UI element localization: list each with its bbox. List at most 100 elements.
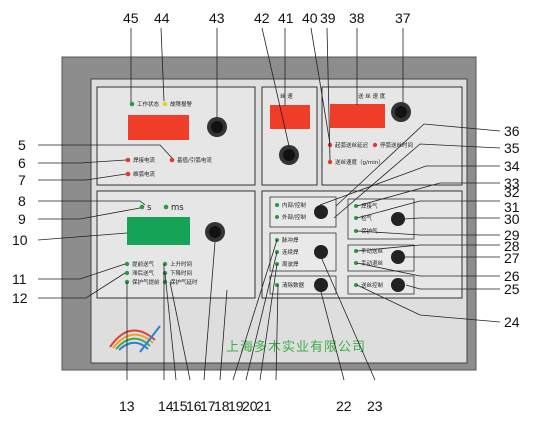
wire-display	[270, 105, 310, 129]
ramp-down-label: 下降时间	[170, 269, 192, 277]
callout-36: 36	[504, 123, 520, 139]
base-label: 基值/引弧电流	[177, 156, 212, 164]
weld-gas-label: 焊接气	[361, 202, 378, 210]
callout-7: 7	[18, 172, 26, 188]
wire-back-label: 手动退丝	[361, 259, 384, 267]
ramp-up-label: 上升时间	[170, 260, 192, 268]
callout-26: 26	[504, 268, 520, 284]
brand-text: 上海多木实业有限公司	[226, 339, 366, 355]
callout-44: 44	[154, 10, 170, 26]
callout-12: 12	[12, 290, 28, 306]
feed-stop-label: 停弧送丝时间	[380, 141, 413, 149]
callout-37: 37	[395, 10, 411, 26]
callout-11: 11	[12, 271, 27, 287]
callout-24: 24	[504, 314, 520, 330]
callout-6: 6	[18, 155, 26, 171]
feed-title: 送 丝 速 度	[358, 92, 386, 100]
callout-45: 45	[123, 10, 139, 26]
current-display	[128, 115, 189, 140]
callout-27: 27	[504, 250, 520, 266]
wire-title: 丝 速	[280, 92, 293, 100]
switch-button[interactable]	[391, 278, 405, 292]
callout-17: 17	[200, 398, 216, 414]
callout-18: 18	[214, 398, 230, 414]
callout-16: 16	[186, 398, 202, 414]
leader-lines	[37, 27, 501, 381]
spot-label: 周波焊	[282, 260, 299, 268]
callout-5: 5	[18, 137, 26, 153]
gas-check-led	[354, 216, 358, 220]
time-knob-center	[209, 226, 221, 238]
callout-10: 10	[12, 232, 28, 248]
wire-feed-led	[354, 249, 358, 253]
callout-35: 35	[504, 140, 520, 156]
callout-9: 9	[18, 211, 26, 227]
callout-29: 29	[504, 227, 520, 243]
cleanup-button[interactable]	[314, 278, 328, 292]
callout-38: 38	[349, 10, 365, 26]
inner-outer-label: 内部/控制	[282, 201, 306, 209]
ac-led	[125, 171, 131, 177]
control-mode-button[interactable]	[314, 205, 328, 219]
ramp-up-led	[162, 261, 168, 267]
cleanup-led	[275, 283, 279, 287]
callout-21: 21	[256, 398, 272, 414]
section-feed	[321, 86, 463, 186]
ms-led	[163, 204, 169, 210]
wire-start-label: 起弧送丝延迟	[335, 141, 369, 149]
ms-label: ms	[171, 203, 184, 213]
power-led	[129, 101, 135, 107]
gas-check-label: 检气	[361, 214, 373, 222]
arc-led	[125, 157, 131, 163]
cont-label: 连续焊	[282, 248, 299, 256]
time-display	[127, 217, 190, 245]
s-led	[139, 204, 145, 210]
callout-34: 34	[504, 158, 520, 174]
callout-20: 20	[242, 398, 258, 414]
fault-led	[162, 101, 168, 107]
section-wire	[261, 86, 318, 186]
callout-28: 28	[504, 238, 520, 254]
postflow-label: 保护气延时	[170, 278, 198, 286]
post-label: 滞后送气	[132, 269, 155, 277]
postflow-led	[162, 279, 168, 285]
callout-19: 19	[228, 398, 244, 414]
callout-39: 39	[320, 10, 336, 26]
callout-31: 31	[504, 199, 520, 215]
post-led	[124, 270, 130, 276]
cleanup-label: 清除数据	[282, 281, 305, 289]
callout-41: 41	[278, 10, 294, 26]
switch-led	[354, 283, 358, 287]
inner-outer-led	[275, 203, 279, 207]
outer-inner-label: 外部/控制	[282, 213, 306, 221]
arc-label: 焊接电流	[133, 156, 156, 164]
pre-label: 提前送气	[132, 260, 155, 268]
wire-back-led	[354, 261, 358, 265]
feed-stop-led	[372, 142, 378, 148]
callout-30: 30	[504, 211, 520, 227]
callout-33: 33	[504, 175, 520, 191]
callout-42: 42	[254, 10, 270, 26]
current-knob-center	[211, 121, 223, 133]
ac-label: 维弧电流	[133, 170, 156, 178]
fault-label: 故障报警	[170, 100, 193, 108]
protect-gas-led	[354, 229, 358, 233]
brand-logo	[109, 325, 161, 353]
protect-gas-label: 保护气	[361, 227, 378, 235]
switch-label: 送丝控制	[361, 281, 384, 289]
callout-32: 32	[504, 184, 520, 200]
weld-mode-button[interactable]	[314, 245, 328, 259]
s-label: s	[147, 203, 152, 213]
callout-8: 8	[18, 193, 26, 209]
gas-button[interactable]	[391, 212, 405, 226]
callout-25: 25	[504, 281, 520, 297]
outer-inner-led	[275, 215, 279, 219]
weld-gas-led	[354, 204, 358, 208]
pre-led	[124, 261, 130, 267]
callout-23: 23	[367, 398, 383, 414]
wire-knob-center	[283, 149, 295, 161]
base-led	[169, 157, 175, 163]
callout-13: 13	[119, 398, 135, 414]
feed-speed-led	[327, 159, 333, 165]
